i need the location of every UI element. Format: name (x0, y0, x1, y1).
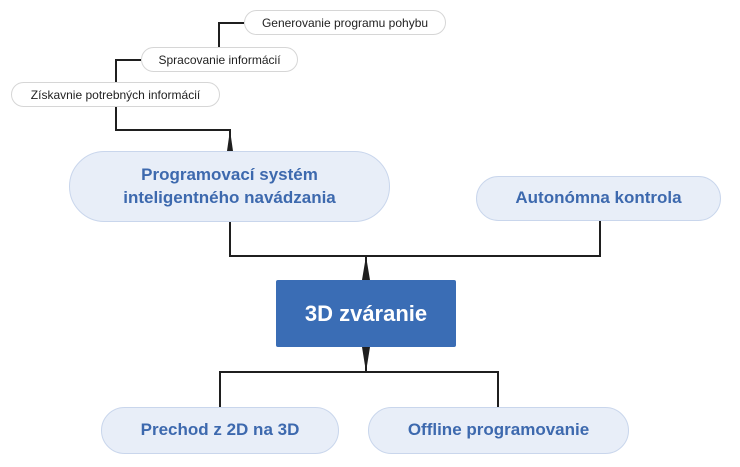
connector-spracovanie-to-generovanie (218, 22, 244, 47)
topic-offline-programovanie-label: Offline programovanie (407, 420, 590, 440)
central-topic-label: 3D zváranie (304, 300, 428, 326)
connector-ziskavanie-to-spracovanie (115, 59, 141, 82)
topic-offline-programovanie[interactable]: Offline programovanie (368, 407, 629, 454)
subtopic-spracovanie[interactable]: Spracovanie informácií (141, 47, 298, 72)
topic-programovaci-system[interactable]: Programovací systém inteligentného navád… (69, 151, 390, 222)
subtopic-spracovanie-label: Spracovanie informácií (158, 52, 281, 67)
subtopic-ziskavanie[interactable]: Získavnie potrebných informácií (11, 82, 220, 107)
topic-autonomna-kontrola-label: Autonómna kontrola (515, 188, 682, 208)
connector-central-to-offline (366, 371, 499, 407)
topic-programovaci-system-line1: Programovací systém (141, 164, 318, 184)
connector-taper-lower (362, 347, 370, 372)
topic-programovaci-system-line2: inteligentného navádzania (123, 187, 336, 207)
subtopic-ziskavanie-label: Získavnie potrebných informácií (30, 87, 201, 102)
topic-prechod-2d-3d-label: Prechod z 2D na 3D (140, 420, 300, 440)
connector-taper-programovaci (227, 130, 233, 151)
connector-taper-upper (362, 256, 370, 280)
subtopic-generovanie-label: Generovanie programu pohybu (261, 15, 429, 30)
connector-programovaci-to-ziskavanie (115, 107, 231, 151)
central-topic[interactable]: 3D zváranie (276, 280, 456, 347)
connector-central-to-programovaci (229, 222, 367, 280)
subtopic-generovanie[interactable]: Generovanie programu pohybu (244, 10, 446, 35)
connector-central-to-autonomna (366, 221, 601, 257)
connector-central-to-prechod (219, 347, 367, 407)
topic-autonomna-kontrola[interactable]: Autonómna kontrola (476, 176, 721, 221)
topic-programovaci-system-text: Programovací systém inteligentného navád… (123, 164, 336, 210)
topic-prechod-2d-3d[interactable]: Prechod z 2D na 3D (101, 407, 339, 454)
